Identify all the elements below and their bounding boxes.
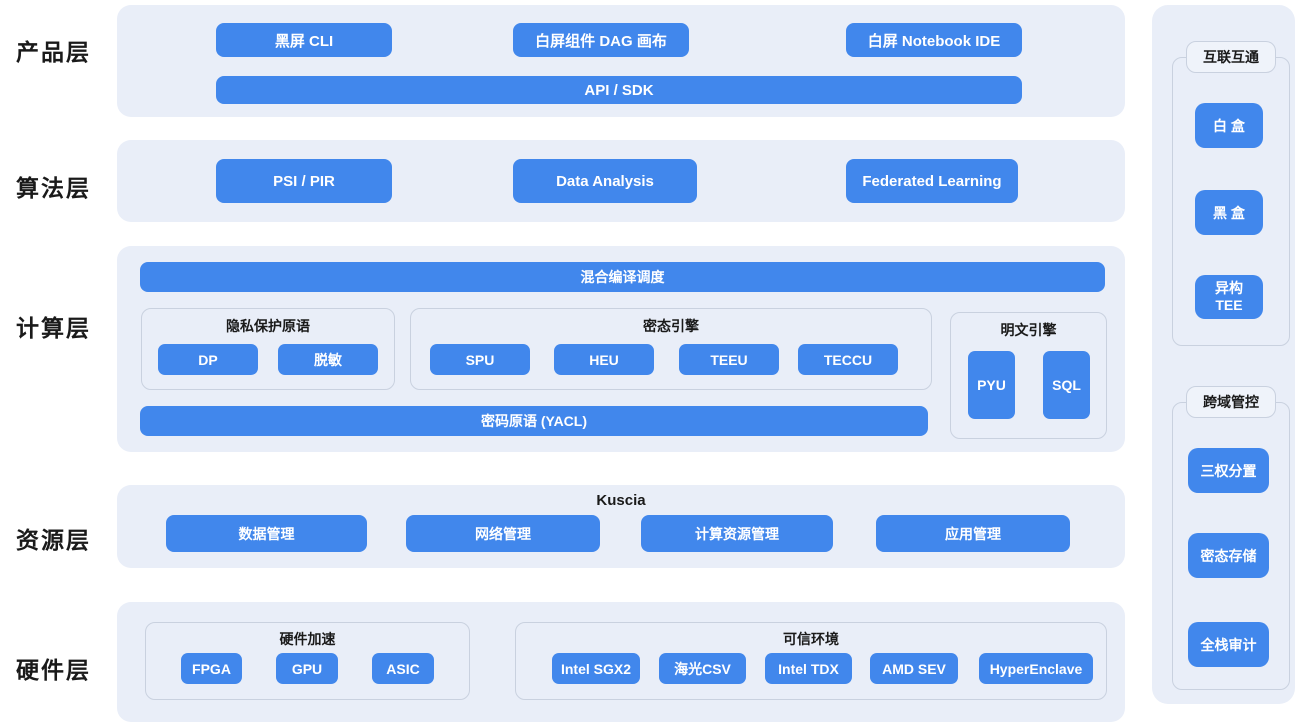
node-data-management: 数据管理 [166, 515, 367, 552]
node-three-power-separation: 三权分置 [1188, 448, 1269, 493]
node-notebook-ide: 白屏 Notebook IDE [846, 23, 1022, 57]
node-asic: ASIC [372, 653, 434, 684]
node-white-box: 白 盒 [1195, 103, 1263, 148]
bar-hybrid-compile-scheduler: 混合编译调度 [140, 262, 1105, 292]
node-hetero-tee-line1: 异构 [1215, 279, 1243, 296]
cipher-engine-group: 密态引擎 SPU HEU TEEU TECCU [410, 308, 932, 390]
bar-api-sdk: API / SDK [216, 76, 1022, 104]
node-teeu: TEEU [679, 344, 779, 375]
node-hygon-csv: 海光CSV [659, 653, 746, 684]
node-intel-tdx: Intel TDX [765, 653, 852, 684]
node-pyu: PYU [968, 351, 1015, 419]
interconnect-title-tab: 互联互通 [1186, 41, 1276, 73]
cipher-engine-title: 密态引擎 [643, 318, 699, 334]
node-compute-resource-management: 计算资源管理 [641, 515, 833, 552]
node-hetero-tee-line2: TEE [1215, 297, 1243, 313]
hardware-accel-group: 硬件加速 FPGA GPU ASIC [145, 622, 470, 700]
node-app-management: 应用管理 [876, 515, 1070, 552]
label-hardware-layer: 硬件层 [16, 657, 91, 683]
node-amd-sev: AMD SEV [870, 653, 958, 684]
node-teccu: TECCU [798, 344, 898, 375]
node-hyperenclave: HyperEnclave [979, 653, 1093, 684]
node-heu: HEU [554, 344, 654, 375]
governance-title-tab: 跨域管控 [1186, 386, 1276, 418]
node-network-management: 网络管理 [406, 515, 600, 552]
node-federated-learning: Federated Learning [846, 159, 1018, 203]
plaintext-engine-group: 明文引擎 PYU SQL [950, 312, 1107, 439]
label-resource-layer: 资源层 [16, 527, 91, 553]
trusted-env-group: 可信环境 Intel SGX2 海光CSV Intel TDX AMD SEV … [515, 622, 1107, 700]
node-dag-canvas: 白屏组件 DAG 画布 [513, 23, 689, 57]
node-hetero-tee: 异构 TEE [1195, 275, 1263, 319]
node-gpu: GPU [276, 653, 338, 684]
privacy-primitives-group: 隐私保护原语 DP 脱敏 [141, 308, 395, 390]
node-black-box: 黑 盒 [1195, 190, 1263, 235]
node-sql: SQL [1043, 351, 1090, 419]
node-psi-pir: PSI / PIR [216, 159, 392, 203]
node-fpga: FPGA [181, 653, 242, 684]
bar-crypto-primitives-yacl: 密码原语 (YACL) [140, 406, 928, 436]
node-full-stack-audit: 全栈审计 [1188, 622, 1269, 667]
label-compute-layer: 计算层 [16, 315, 91, 341]
privacy-primitives-title: 隐私保护原语 [226, 318, 310, 334]
node-cipher-storage: 密态存储 [1188, 533, 1269, 578]
kuscia-title: Kuscia [596, 492, 646, 509]
hardware-accel-title: 硬件加速 [279, 631, 336, 647]
node-spu: SPU [430, 344, 530, 375]
label-algorithm-layer: 算法层 [16, 175, 91, 201]
node-black-screen-cli: 黑屏 CLI [216, 23, 392, 57]
node-data-analysis: Data Analysis [513, 159, 697, 203]
node-desens: 脱敏 [278, 344, 378, 375]
node-intel-sgx2: Intel SGX2 [552, 653, 640, 684]
label-product-layer: 产品层 [16, 39, 91, 65]
node-dp: DP [158, 344, 258, 375]
trusted-env-title: 可信环境 [783, 631, 839, 647]
plaintext-engine-title: 明文引擎 [1000, 322, 1057, 338]
